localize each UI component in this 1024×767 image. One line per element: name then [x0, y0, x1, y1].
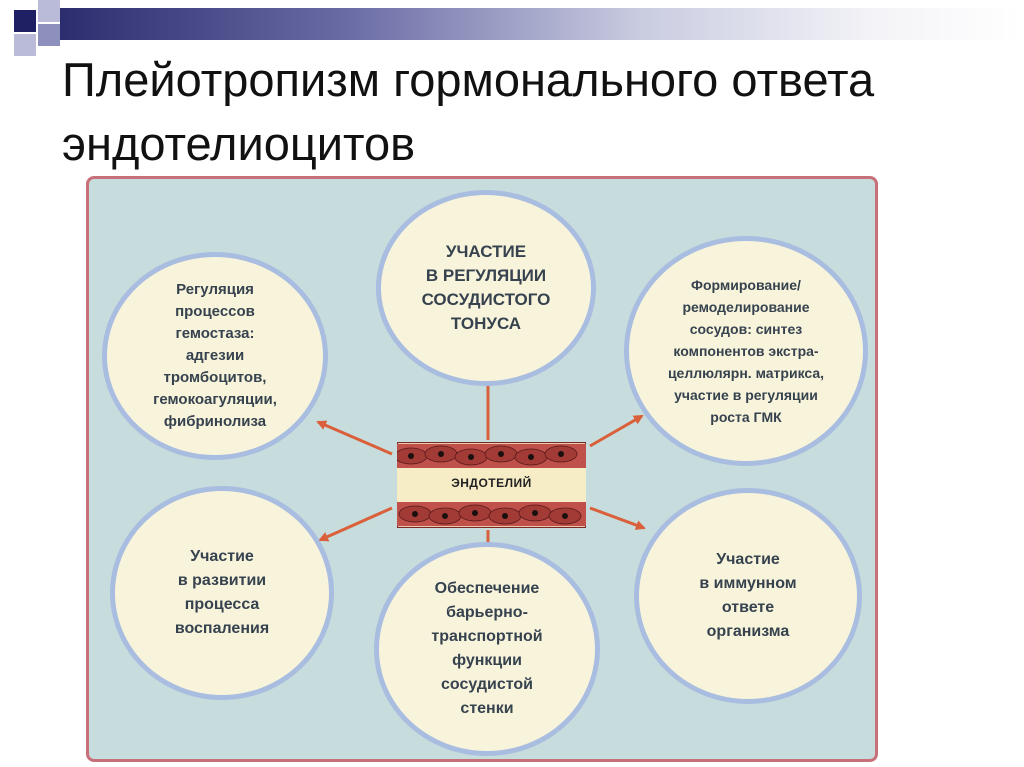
slide-title: Плейотропизм гормонального ответа эндоте…	[62, 53, 875, 170]
decor-square-large	[14, 10, 36, 32]
node-barrier-transport: Обеспечение барьерно- транспортной функц…	[374, 542, 600, 756]
node-vascular-tone-text: УЧАСТИЕ В РЕГУЛЯЦИИ СОСУДИСТОГО ТОНУСА	[421, 242, 551, 333]
node-inflammation-text: Участие в развитии процесса воспаления	[174, 548, 270, 637]
node-vessel-formation: Формирование/ ремоделирование сосудов: с…	[624, 236, 868, 466]
node-hemostasis-text: Регуляция процессов гемостаза: адгезии т…	[153, 281, 277, 430]
header-gradient-band	[60, 8, 1024, 40]
arrow-to-lower-left	[318, 506, 393, 542]
node-vessel-formation-text: Формирование/ ремоделирование сосудов: с…	[667, 277, 825, 425]
node-immune-response: Участие в иммунном ответе организма	[634, 488, 862, 704]
endothelium-label: ЭНДОТЕЛИЙ	[451, 476, 532, 490]
arrow-to-upper-left	[316, 420, 393, 456]
node-hemostasis: Регуляция процессов гемостаза: адгезии т…	[102, 252, 328, 460]
arrow-to-lower-right	[589, 506, 646, 530]
node-vascular-tone: УЧАСТИЕ В РЕГУЛЯЦИИ СОСУДИСТОГО ТОНУСА	[376, 190, 596, 386]
decor-square-light	[38, 0, 60, 22]
decor-square-mid	[38, 24, 60, 46]
node-inflammation: Участие в развитии процесса воспаления	[110, 486, 334, 700]
arrow-to-upper-right	[589, 414, 644, 448]
endothelium-illustration	[397, 442, 586, 528]
node-barrier-transport-text: Обеспечение барьерно- транспортной функц…	[431, 580, 543, 717]
decor-square-light-2	[14, 34, 36, 56]
node-immune-response-text: Участие в иммунном ответе организма	[699, 551, 797, 640]
